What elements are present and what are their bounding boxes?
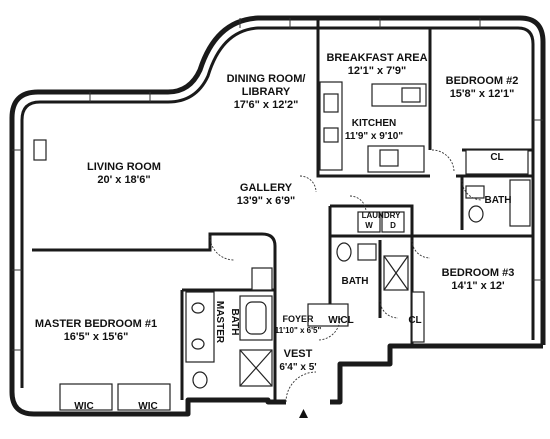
master-bedroom-name: MASTER BEDROOM #1 xyxy=(35,318,157,330)
washer-label: W xyxy=(365,221,373,230)
bedroom-3-dim: 14'1" x 12' xyxy=(451,280,505,292)
facade-windows xyxy=(12,18,543,351)
closets xyxy=(59,149,529,411)
dryer-label: D xyxy=(390,221,396,230)
breakfast-area-name: BREAKFAST AREA xyxy=(326,52,427,64)
interior-walls xyxy=(32,18,533,400)
vest-dim: 6'4" x 5' xyxy=(279,362,316,373)
master-bath-label: MASTER xyxy=(214,301,225,344)
master-bedroom-dim: 16'5" x 15'6" xyxy=(64,331,129,343)
foyer-closet-label: WICL xyxy=(328,315,354,326)
living-room-name: LIVING ROOM xyxy=(87,161,161,173)
closet-bedroom-3-label: CL xyxy=(408,315,421,326)
closet-bedroom-2-label: CL xyxy=(490,152,503,163)
vest-name: VEST xyxy=(284,348,313,360)
kitchen-dim: 11'9" x 9'10" xyxy=(345,131,403,142)
gallery-name: GALLERY xyxy=(240,182,293,194)
master-bath-fixtures xyxy=(185,291,273,389)
laundry-label: LAUNDRY xyxy=(362,211,401,220)
bath-bedroom-2-label: BATH xyxy=(484,195,511,206)
laundry-fixtures xyxy=(357,211,405,233)
bedroom-2-name: BEDROOM #2 xyxy=(446,75,519,87)
foyer-dim: 11'10" x 6'5" xyxy=(275,326,322,335)
center-bath-label: BATH xyxy=(341,276,368,287)
bedroom-2-dim: 15'8" x 12'1" xyxy=(450,88,515,100)
center-bath-fixtures xyxy=(336,242,409,291)
dining-room-name-2: LIBRARY xyxy=(242,86,291,98)
master-bath-label-2: BATH xyxy=(229,308,240,335)
exterior-walls xyxy=(9,15,546,417)
bedroom-3-name: BEDROOM #3 xyxy=(442,267,515,279)
kitchen-name: KITCHEN xyxy=(352,118,396,129)
room-labels: BREAKFAST AREA 12'1" x 7'9" DINING ROOM/… xyxy=(35,52,519,412)
walk-in-closet-left-label: WIC xyxy=(74,401,93,412)
bath-2-fixtures xyxy=(465,179,531,227)
foyer-name: FOYER xyxy=(282,314,314,324)
kitchen-fixtures xyxy=(319,81,427,173)
dining-room-dim: 17'6" x 12'2" xyxy=(234,99,299,111)
breakfast-area-dim: 12'1" x 7'9" xyxy=(348,65,406,77)
gallery-dim: 13'9" x 6'9" xyxy=(237,195,295,207)
doors xyxy=(209,149,483,403)
dining-room-name: DINING ROOM/ xyxy=(227,73,306,85)
entry-arrow-icon xyxy=(299,409,308,418)
living-room-dim: 20' x 18'6" xyxy=(97,174,150,186)
walk-in-closet-right-label: WIC xyxy=(138,401,157,412)
